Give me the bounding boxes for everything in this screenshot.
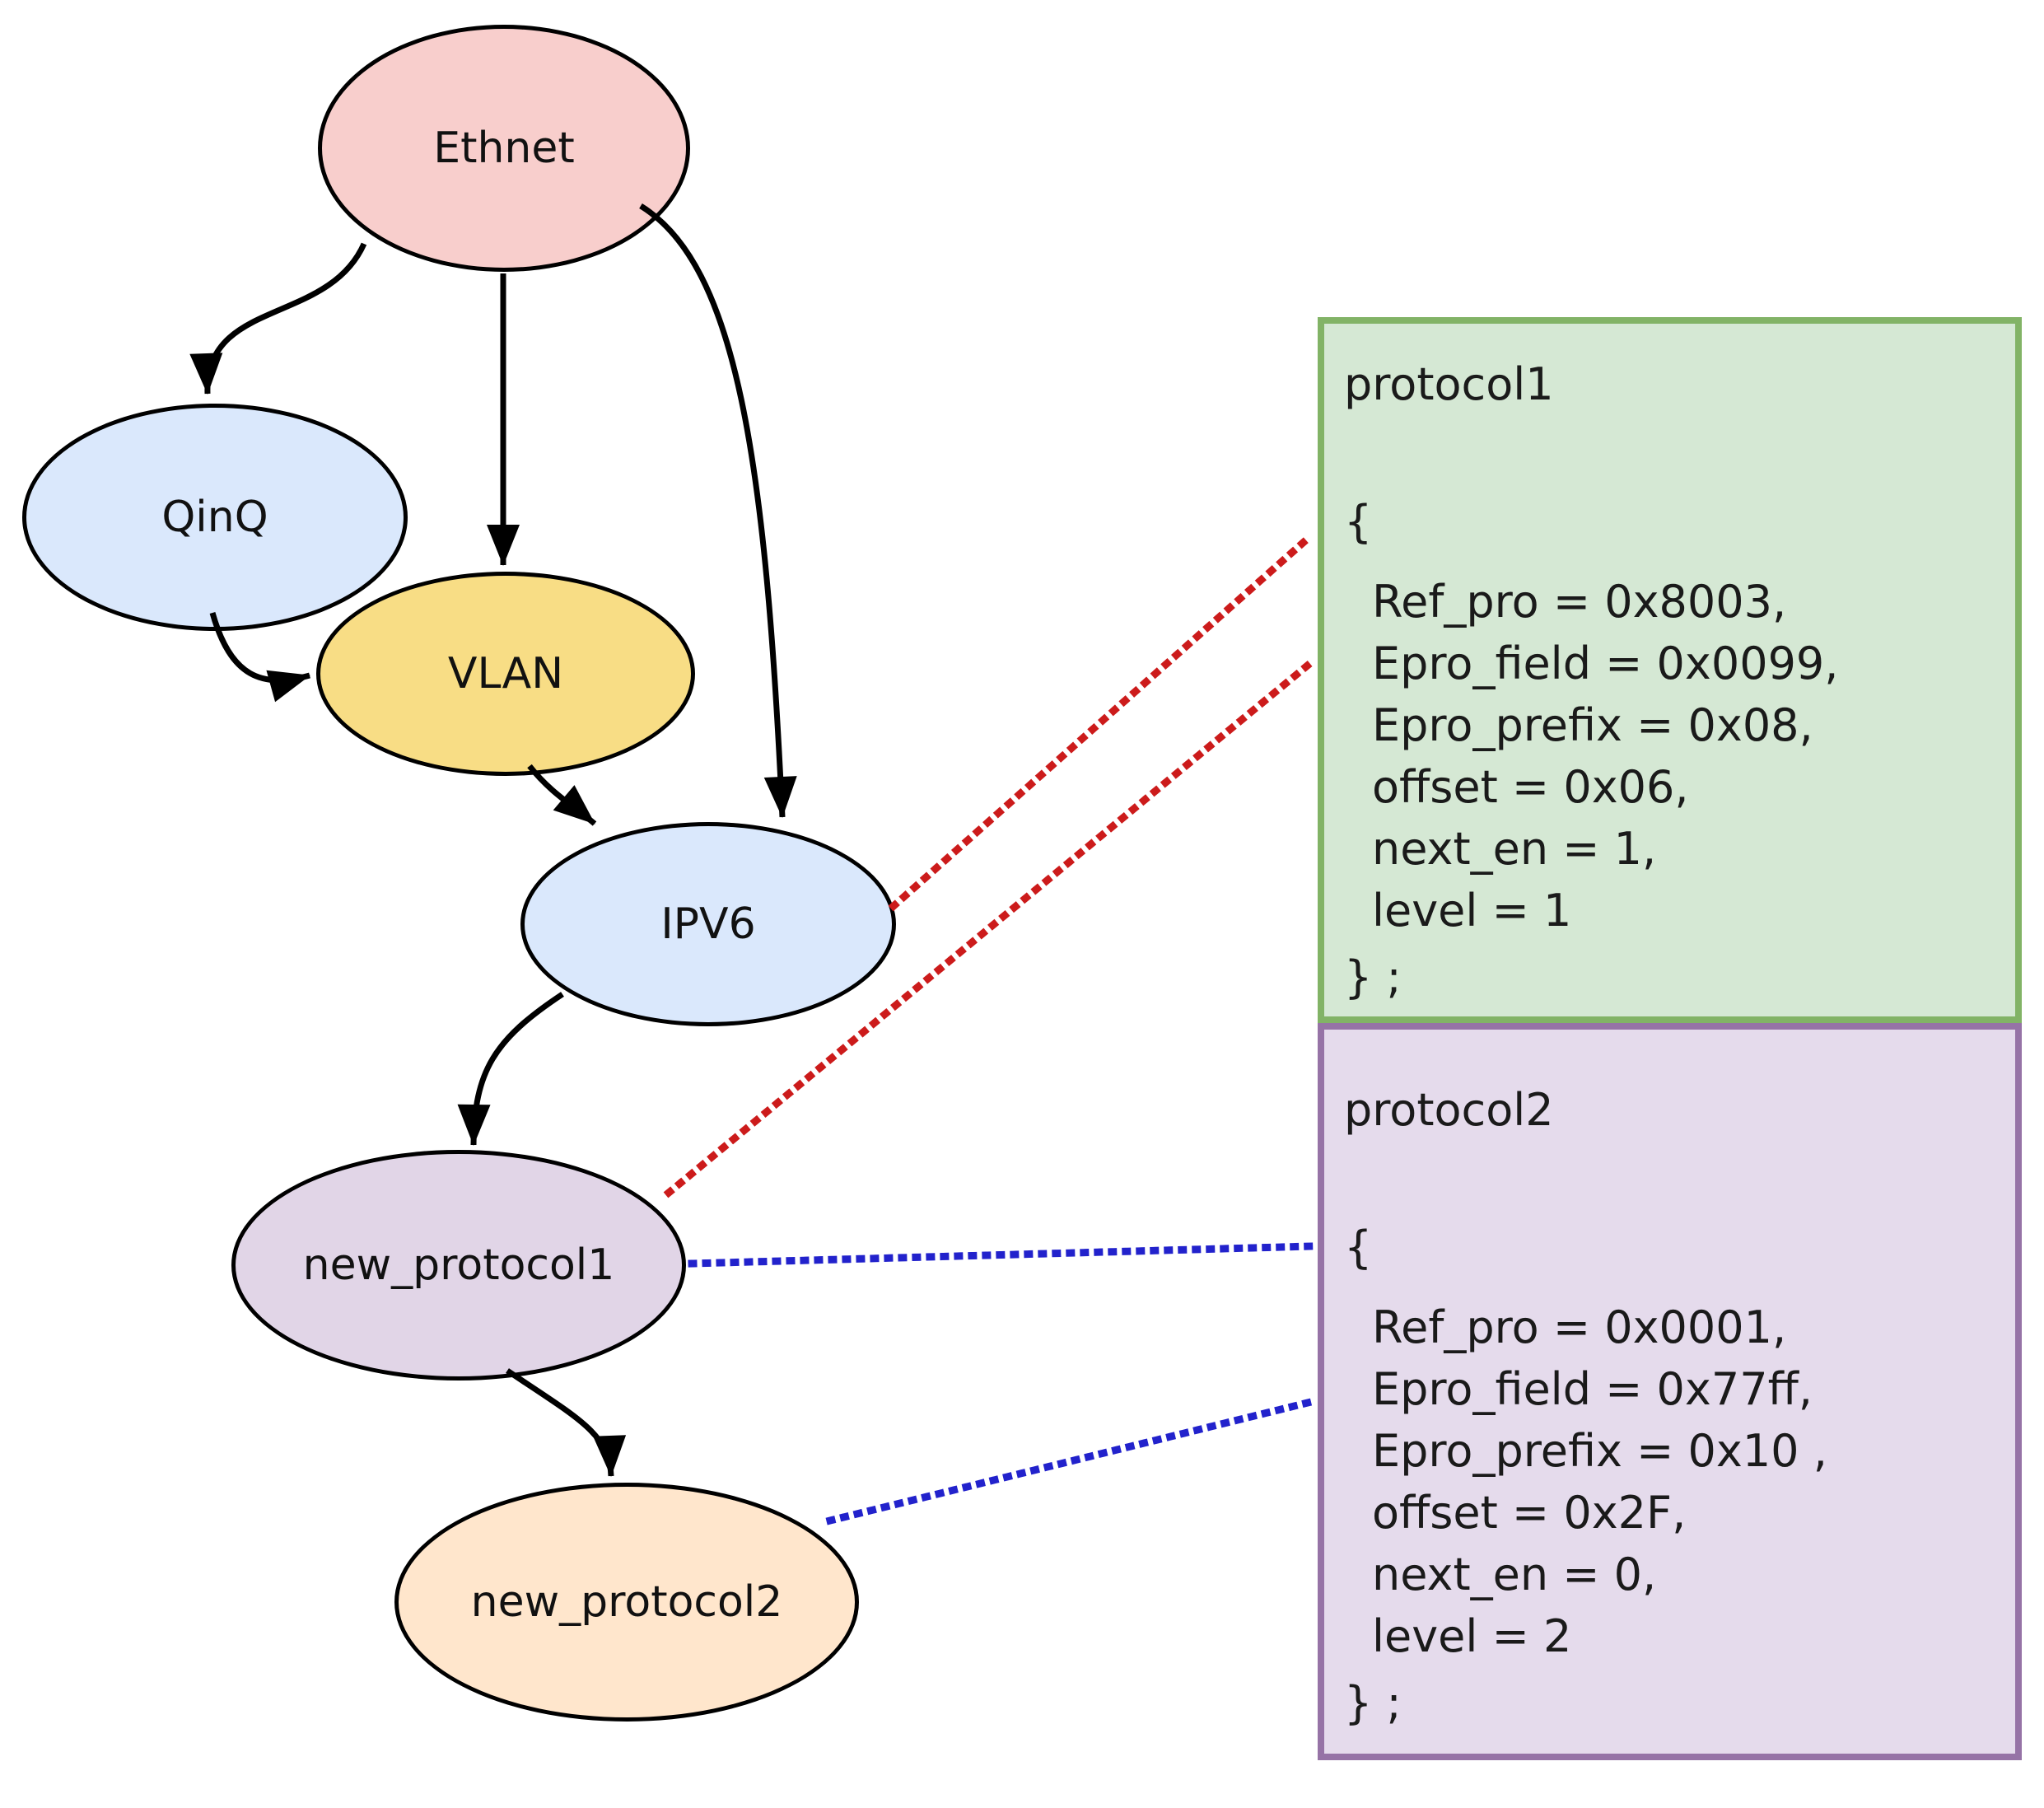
protocol2-open-brace: { bbox=[1344, 1222, 1373, 1273]
link-new-protocol2-protocol2 bbox=[825, 1397, 1316, 1525]
protocol1-code-lines: Ref_pro = 0x8003, Epro_field = 0x0099, E… bbox=[1344, 571, 2000, 941]
protocol2-line-epro-field: Epro_field = 0x77ff, bbox=[1372, 1363, 1813, 1415]
node-new-protocol1-label: new_protocol1 bbox=[302, 1240, 615, 1290]
protocol2-line-level: level = 2 bbox=[1372, 1610, 1572, 1662]
edge-ethnet-qinq bbox=[189, 242, 367, 395]
node-ipv6-label: IPV6 bbox=[660, 899, 756, 949]
protocol1-line-offset: offset = 0x06, bbox=[1372, 761, 1689, 813]
edge-new-protocol1-new-protocol2 bbox=[506, 1368, 627, 1477]
protocol2-code-box: protocol2 { Ref_pro = 0x0001, Epro_field… bbox=[1318, 1023, 2022, 1760]
protocol2-line-next-en: next_en = 0, bbox=[1372, 1549, 1657, 1600]
protocol2-close-brace: } ; bbox=[1344, 1677, 1402, 1729]
protocol1-line-epro-field: Epro_field = 0x0099, bbox=[1372, 638, 1839, 689]
protocol1-close-brace: } ; bbox=[1344, 951, 1402, 1003]
edge-vlan-ipv6 bbox=[527, 764, 597, 826]
protocol1-title: protocol1 bbox=[1344, 358, 1554, 410]
protocol1-line-ref-pro: Ref_pro = 0x8003, bbox=[1372, 576, 1787, 628]
link-new-protocol1-protocol2 bbox=[688, 1242, 1315, 1268]
protocol2-line-ref-pro: Ref_pro = 0x0001, bbox=[1372, 1301, 1787, 1353]
node-ethnet: Ethnet bbox=[318, 25, 690, 272]
protocol1-line-epro-prefix: Epro_prefix = 0x08, bbox=[1372, 699, 1813, 751]
protocol1-open-brace: { bbox=[1344, 496, 1373, 548]
node-vlan: VLAN bbox=[316, 572, 695, 776]
protocol2-line-epro-prefix: Epro_prefix = 0x10 , bbox=[1372, 1425, 1827, 1477]
node-qinq: QinQ bbox=[22, 404, 408, 631]
node-new-protocol2: new_protocol2 bbox=[394, 1483, 859, 1722]
node-new-protocol1: new_protocol1 bbox=[231, 1150, 686, 1381]
node-qinq-label: QinQ bbox=[161, 493, 268, 542]
protocol1-line-level: level = 1 bbox=[1372, 885, 1572, 937]
edge-ipv6-new-protocol1 bbox=[457, 992, 564, 1146]
protocol1-code-box: protocol1 { Ref_pro = 0x8003, Epro_field… bbox=[1318, 317, 2022, 1023]
node-new-protocol2-label: new_protocol2 bbox=[470, 1577, 783, 1627]
protocol2-code-lines: Ref_pro = 0x0001, Epro_field = 0x77ff, E… bbox=[1344, 1296, 2000, 1667]
protocol2-title: protocol2 bbox=[1344, 1084, 1554, 1136]
link-ipv6-protocol1 bbox=[888, 531, 1315, 912]
protocol1-line-next-en: next_en = 1, bbox=[1372, 823, 1657, 875]
node-vlan-label: VLAN bbox=[447, 649, 564, 698]
node-ethnet-label: Ethnet bbox=[433, 124, 575, 173]
node-ipv6: IPV6 bbox=[520, 822, 896, 1026]
protocol2-line-offset: offset = 0x2F, bbox=[1372, 1487, 1687, 1539]
